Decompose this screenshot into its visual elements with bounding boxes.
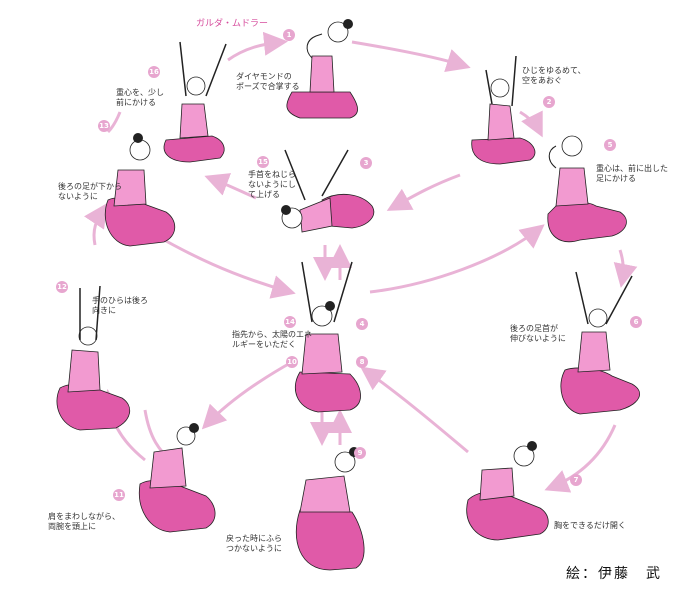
step-13-caption: 後ろの足が下から ないように — [58, 182, 122, 201]
illustrator-credit: 絵：伊藤 武 — [566, 566, 662, 582]
step-12-caption: 手のひらは後ろ 向きに — [92, 296, 148, 315]
step-number-1: 1 — [283, 29, 295, 41]
step-11-caption: 肩をまわしながら、 両腕を頭上に — [48, 512, 120, 531]
step-9-caption: 戻った時にふら つかないように — [226, 534, 282, 553]
pose-5-figure — [547, 135, 627, 242]
pose-12-figure — [56, 285, 130, 431]
step-16-caption: 重心を、少し 前にかける — [116, 88, 164, 107]
arrow-13-14 — [149, 230, 296, 299]
step-number-16: 16 — [148, 66, 160, 78]
pose-14-figure — [295, 261, 361, 413]
pose-13-figure — [104, 133, 176, 247]
step-number-12: 12 — [56, 281, 68, 293]
pose-3-figure — [281, 149, 375, 233]
arrow-5-6 — [613, 249, 638, 288]
arrow-13-16 — [106, 111, 122, 134]
pose-11-figure — [138, 423, 216, 533]
step-number-5: 5 — [604, 139, 616, 151]
step-2-caption: ひじをゆるめて、 空をあおぐ — [522, 66, 586, 85]
arrow-4-5 — [369, 224, 545, 294]
step-number-8: 8 — [356, 356, 368, 368]
step-5-caption: 重心は、前に出した 足にかける — [596, 164, 668, 183]
step-number-15: 15 — [257, 156, 269, 168]
arrow-2-5 — [519, 110, 543, 138]
diagram-title: ガルダ・ムドラー — [196, 19, 269, 29]
arrow-12-13 — [84, 203, 108, 246]
arrow-7-8 — [360, 366, 469, 454]
arrow-16-1 — [227, 31, 288, 62]
arrow-2-3 — [386, 173, 461, 211]
arrow-10-11b — [201, 360, 293, 430]
step-number-4: 4 — [356, 318, 368, 330]
step-6-caption: 後ろの足首が 伸びないように — [510, 324, 566, 343]
pose-9-figure — [296, 447, 365, 571]
pose-7-figure — [466, 441, 549, 541]
step-number-6: 6 — [630, 316, 642, 328]
pose-2-figure — [471, 55, 536, 165]
arrow-6-7 — [544, 424, 617, 493]
step-number-9: 9 — [354, 447, 366, 459]
pose-6-figure — [560, 271, 641, 415]
step-number-13: 13 — [98, 120, 110, 132]
step-number-11: 11 — [113, 489, 125, 501]
step-number-7: 7 — [570, 474, 582, 486]
step-14-caption: 指先から、太陽のエネ ルギーをいただく — [232, 330, 312, 349]
pose-1-figure — [286, 19, 358, 119]
arrow-3-15 — [204, 173, 257, 200]
pose-16-figure — [163, 41, 227, 163]
step-number-3: 3 — [360, 157, 372, 169]
step-1-caption: ダイヤモンドの ポーズで合掌する — [236, 72, 300, 91]
step-number-2: 2 — [543, 96, 555, 108]
step-number-10: 10 — [286, 356, 298, 368]
step-number-14: 14 — [284, 316, 296, 328]
step-15-caption: 手首をねじら ないようにし て上げる — [248, 170, 296, 199]
step-7-caption: 胸をできるだけ開く — [554, 521, 626, 530]
arrow-1-2 — [351, 40, 471, 72]
